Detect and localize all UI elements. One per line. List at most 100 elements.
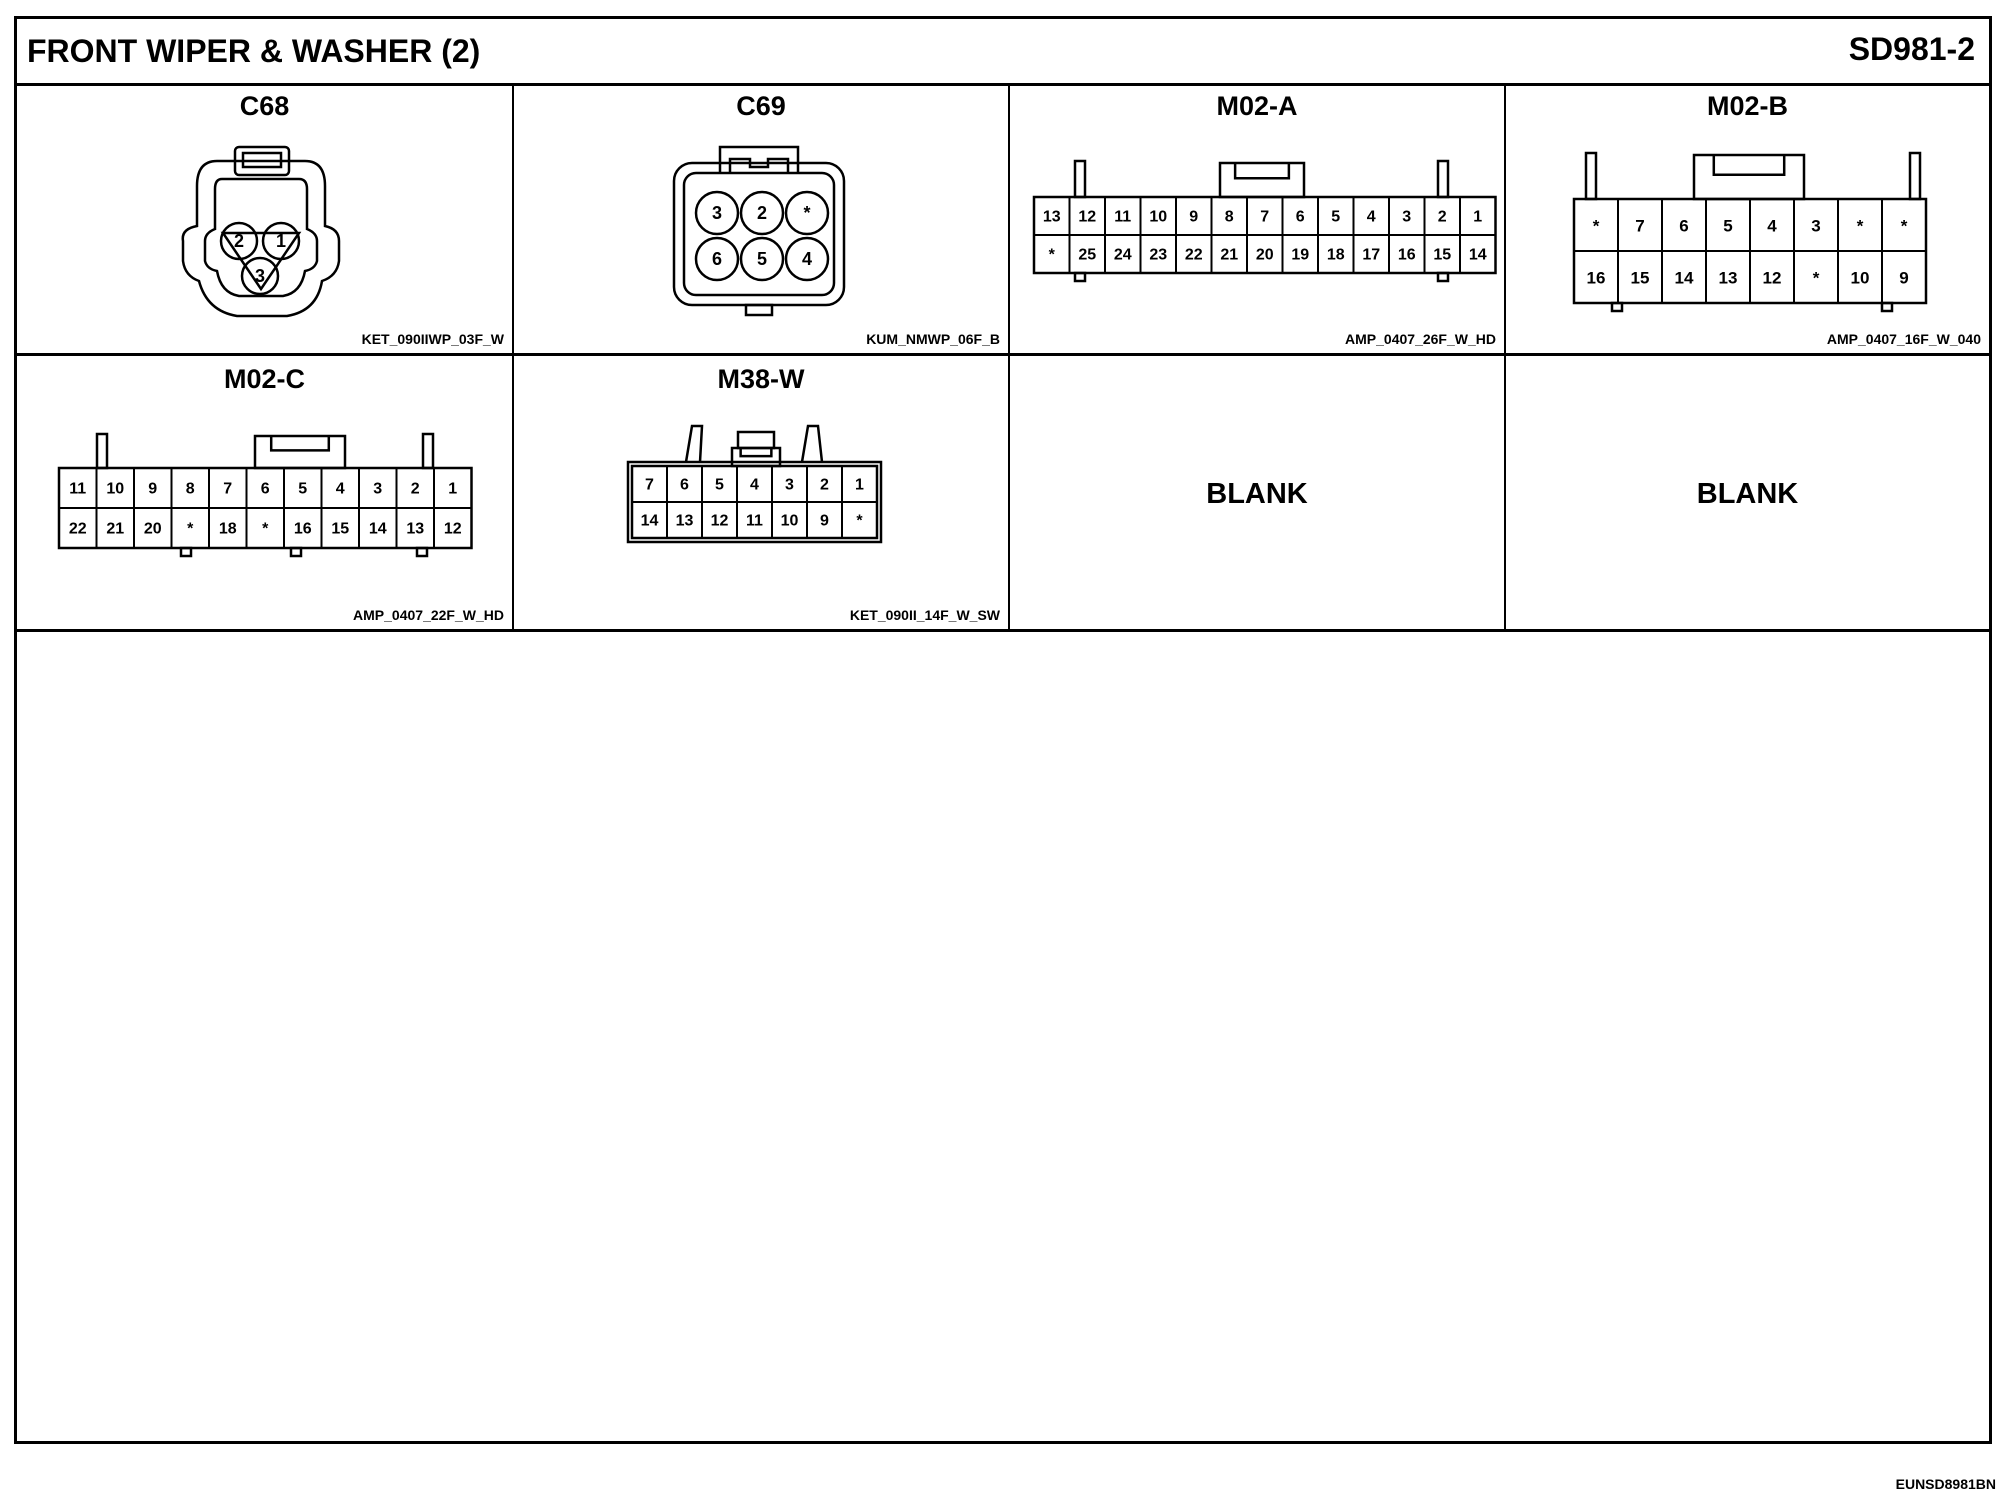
pin-label: 6	[1679, 217, 1688, 236]
pin-socket	[739, 190, 785, 236]
pin-label: 10	[1149, 209, 1167, 226]
pin-label: 9	[148, 481, 157, 498]
connector-outer	[626, 460, 883, 544]
pin-label: *	[1857, 217, 1864, 236]
pin-socket	[739, 236, 785, 282]
pin-socket	[261, 221, 301, 261]
pin-socket	[694, 190, 740, 236]
latch-notch	[728, 157, 790, 173]
pin-label: 5	[715, 477, 724, 494]
pin-label: 23	[1149, 247, 1167, 264]
pin-label: 5	[1331, 209, 1340, 226]
pin-label: 12	[711, 513, 729, 530]
pin-label: 4	[802, 249, 812, 269]
mount-foot	[415, 546, 429, 558]
latch-notch	[1712, 155, 1786, 177]
connector-inner	[203, 177, 319, 298]
connector-label: M02-C	[223, 364, 305, 394]
pin-label: 2	[234, 231, 244, 251]
pin-label: 21	[106, 521, 124, 538]
pin-label: 6	[680, 477, 689, 494]
connector-part-number: KUM_NMWP_06F_B	[866, 331, 1000, 347]
pin-label: 18	[1327, 247, 1345, 264]
page-code: SD981-2	[1848, 31, 1975, 67]
pin-label: *	[856, 513, 863, 530]
pin-socket	[219, 221, 259, 261]
pin-label: 11	[1114, 209, 1131, 226]
pin-label: 16	[1587, 269, 1606, 288]
pin-label: 10	[1851, 269, 1870, 288]
pin-label: 1	[855, 477, 864, 494]
pin-label: 5	[298, 481, 307, 498]
mount-foot	[289, 546, 303, 558]
pin-label: 4	[1367, 209, 1376, 226]
pin-label: 5	[757, 249, 767, 269]
pin-label: 6	[712, 249, 722, 269]
pin-label: 15	[331, 521, 349, 538]
pin-label: 3	[255, 266, 265, 286]
pin-socket	[784, 236, 830, 282]
latch-notch	[269, 436, 331, 452]
pin-label: 2	[411, 481, 420, 498]
connector-label: C69	[736, 91, 786, 121]
pin-label: 25	[1078, 247, 1096, 264]
pin-label: 8	[186, 481, 195, 498]
connector-label: M38-W	[717, 364, 805, 394]
pin-label: 7	[1635, 217, 1644, 236]
pin-label: 22	[1185, 247, 1203, 264]
pin-label: *	[187, 521, 194, 538]
latch-inner	[241, 151, 283, 169]
pin-label: 6	[261, 481, 270, 498]
latch	[253, 434, 347, 470]
pin-label: 9	[1189, 209, 1198, 226]
pin-guide	[220, 231, 302, 292]
title-bar: FRONT WIPER & WASHER (2) SD981-2	[17, 19, 1989, 86]
pin-label: 3	[1811, 217, 1820, 236]
pin-label: 3	[712, 203, 722, 223]
guide-post	[1584, 151, 1598, 201]
page-title: FRONT WIPER & WASHER (2)	[27, 33, 481, 69]
pin-label: 4	[336, 481, 345, 498]
pin-label: 12	[1078, 209, 1096, 226]
pin-label: 1	[276, 231, 286, 251]
pin-socket	[784, 190, 830, 236]
connector-part-number: AMP_0407_26F_W_HD	[1345, 331, 1496, 347]
blank-cell-1: BLANK	[1010, 356, 1506, 632]
pin-label: 7	[645, 477, 654, 494]
pin-label: *	[803, 203, 810, 223]
pin-label: 13	[676, 513, 694, 530]
latch-notch	[1233, 163, 1291, 180]
pin-label: 16	[1398, 247, 1416, 264]
key-tab	[744, 303, 774, 317]
pin-socket	[240, 256, 280, 296]
guide-post	[1908, 151, 1922, 201]
pin-label: *	[1901, 217, 1908, 236]
latch	[233, 145, 291, 177]
latch	[718, 145, 800, 173]
mount-foot	[179, 546, 193, 558]
pin-label: 24	[1114, 247, 1132, 264]
pin-label: 4	[1767, 217, 1777, 236]
pin-label: 3	[1402, 209, 1411, 226]
connector-housing	[181, 159, 341, 318]
pin-label: 12	[444, 521, 462, 538]
pin-label: 13	[1043, 209, 1061, 226]
pin-label: 10	[106, 481, 124, 498]
pin-label: 20	[144, 521, 162, 538]
pin-label: 1	[1473, 209, 1482, 226]
pin-label: 20	[1256, 247, 1274, 264]
pin-label: 11	[69, 481, 86, 498]
pin-label: 12	[1763, 269, 1782, 288]
connector-c68-diagram: 2 13	[181, 145, 341, 318]
mount-foot	[1880, 301, 1894, 313]
blank-label: BLANK	[1206, 478, 1308, 510]
pin-label: 13	[1719, 269, 1738, 288]
pin-label: 17	[1362, 247, 1380, 264]
pin-label: 9	[1899, 269, 1908, 288]
